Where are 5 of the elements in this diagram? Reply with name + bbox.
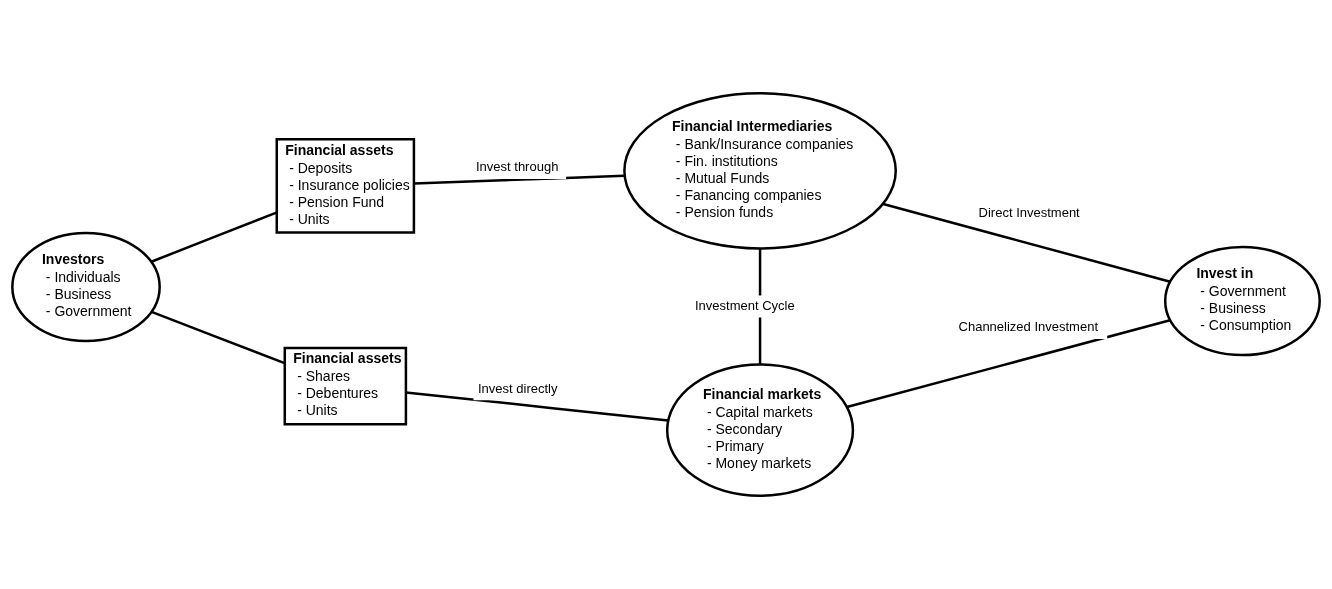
edge-label: Channelized Investment (958, 319, 1099, 335)
edge-label: Investment Cycle (694, 297, 795, 313)
edge-label: Direct Investment (978, 205, 1080, 221)
edge-label: Invest through (475, 159, 559, 175)
edge-label: Invest directly (477, 380, 558, 396)
